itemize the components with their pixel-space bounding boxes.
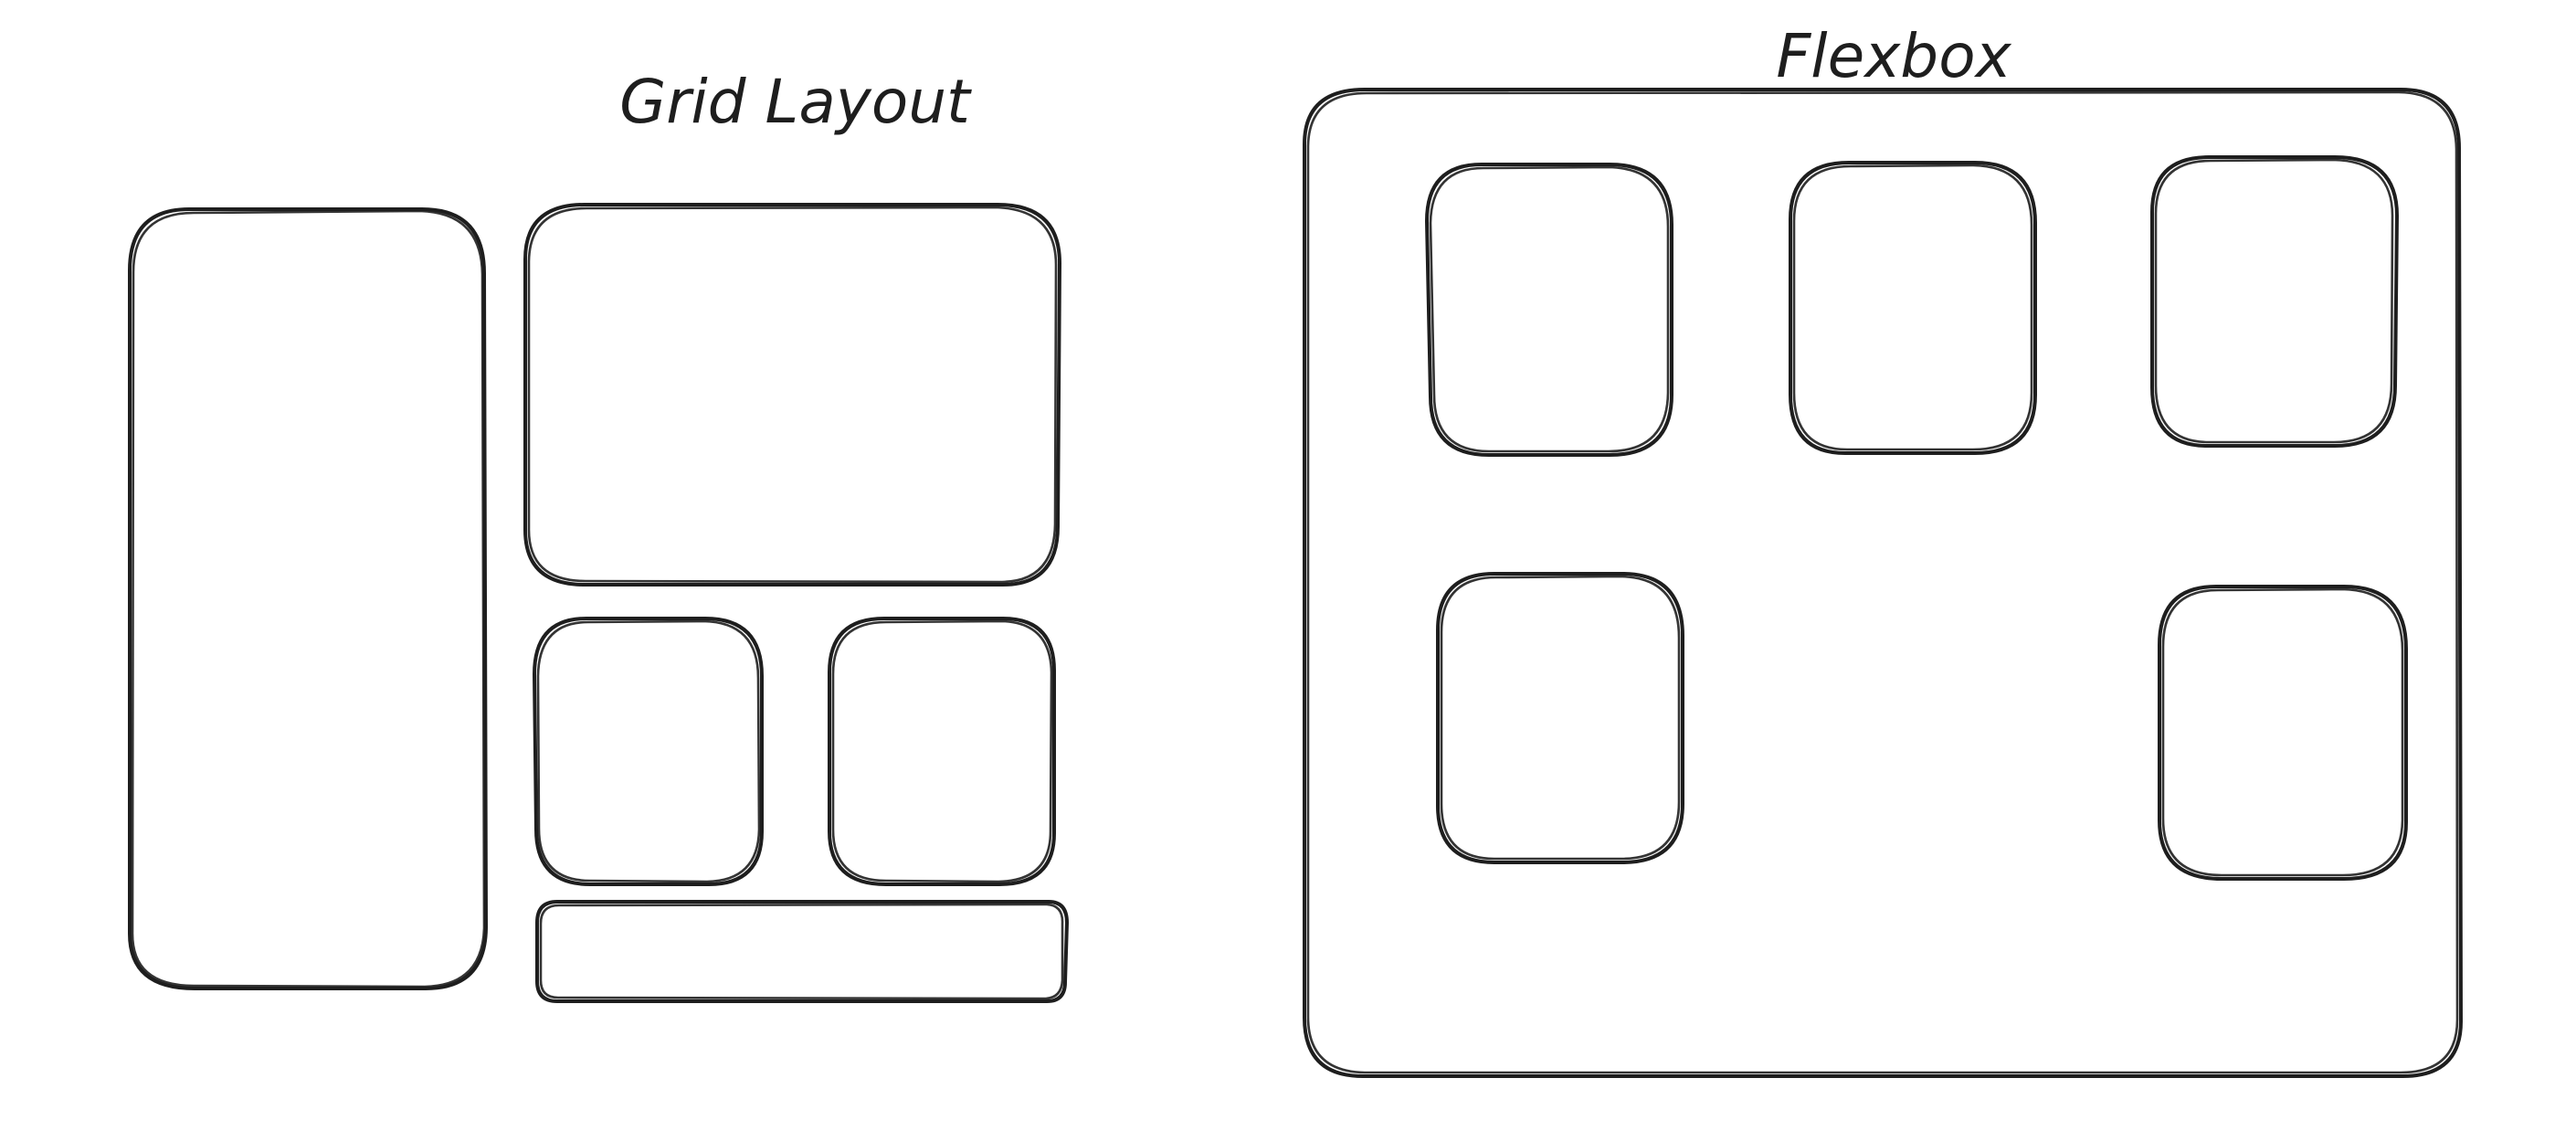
flexbox-diagram bbox=[1303, 88, 2463, 1078]
grid-cell-small-left bbox=[533, 617, 764, 886]
grid-layout-title: Grid Layout bbox=[619, 67, 972, 137]
flex-item-3 bbox=[2150, 155, 2399, 448]
flex-item-4 bbox=[1436, 572, 1684, 864]
flexbox-title: Flexbox bbox=[1776, 21, 2011, 91]
grid-cell-bottom-bar bbox=[535, 900, 1069, 1003]
flex-container bbox=[1303, 88, 2463, 1078]
grid-cell-small-right bbox=[828, 617, 1056, 886]
grid-cell-tall-left bbox=[128, 207, 488, 990]
grid-cell-wide-top bbox=[523, 203, 1061, 587]
grid-layout-diagram bbox=[128, 203, 1069, 1003]
flex-item-5 bbox=[2158, 585, 2408, 881]
flex-item-2 bbox=[1789, 161, 2037, 455]
flex-item-1 bbox=[1425, 163, 1673, 457]
